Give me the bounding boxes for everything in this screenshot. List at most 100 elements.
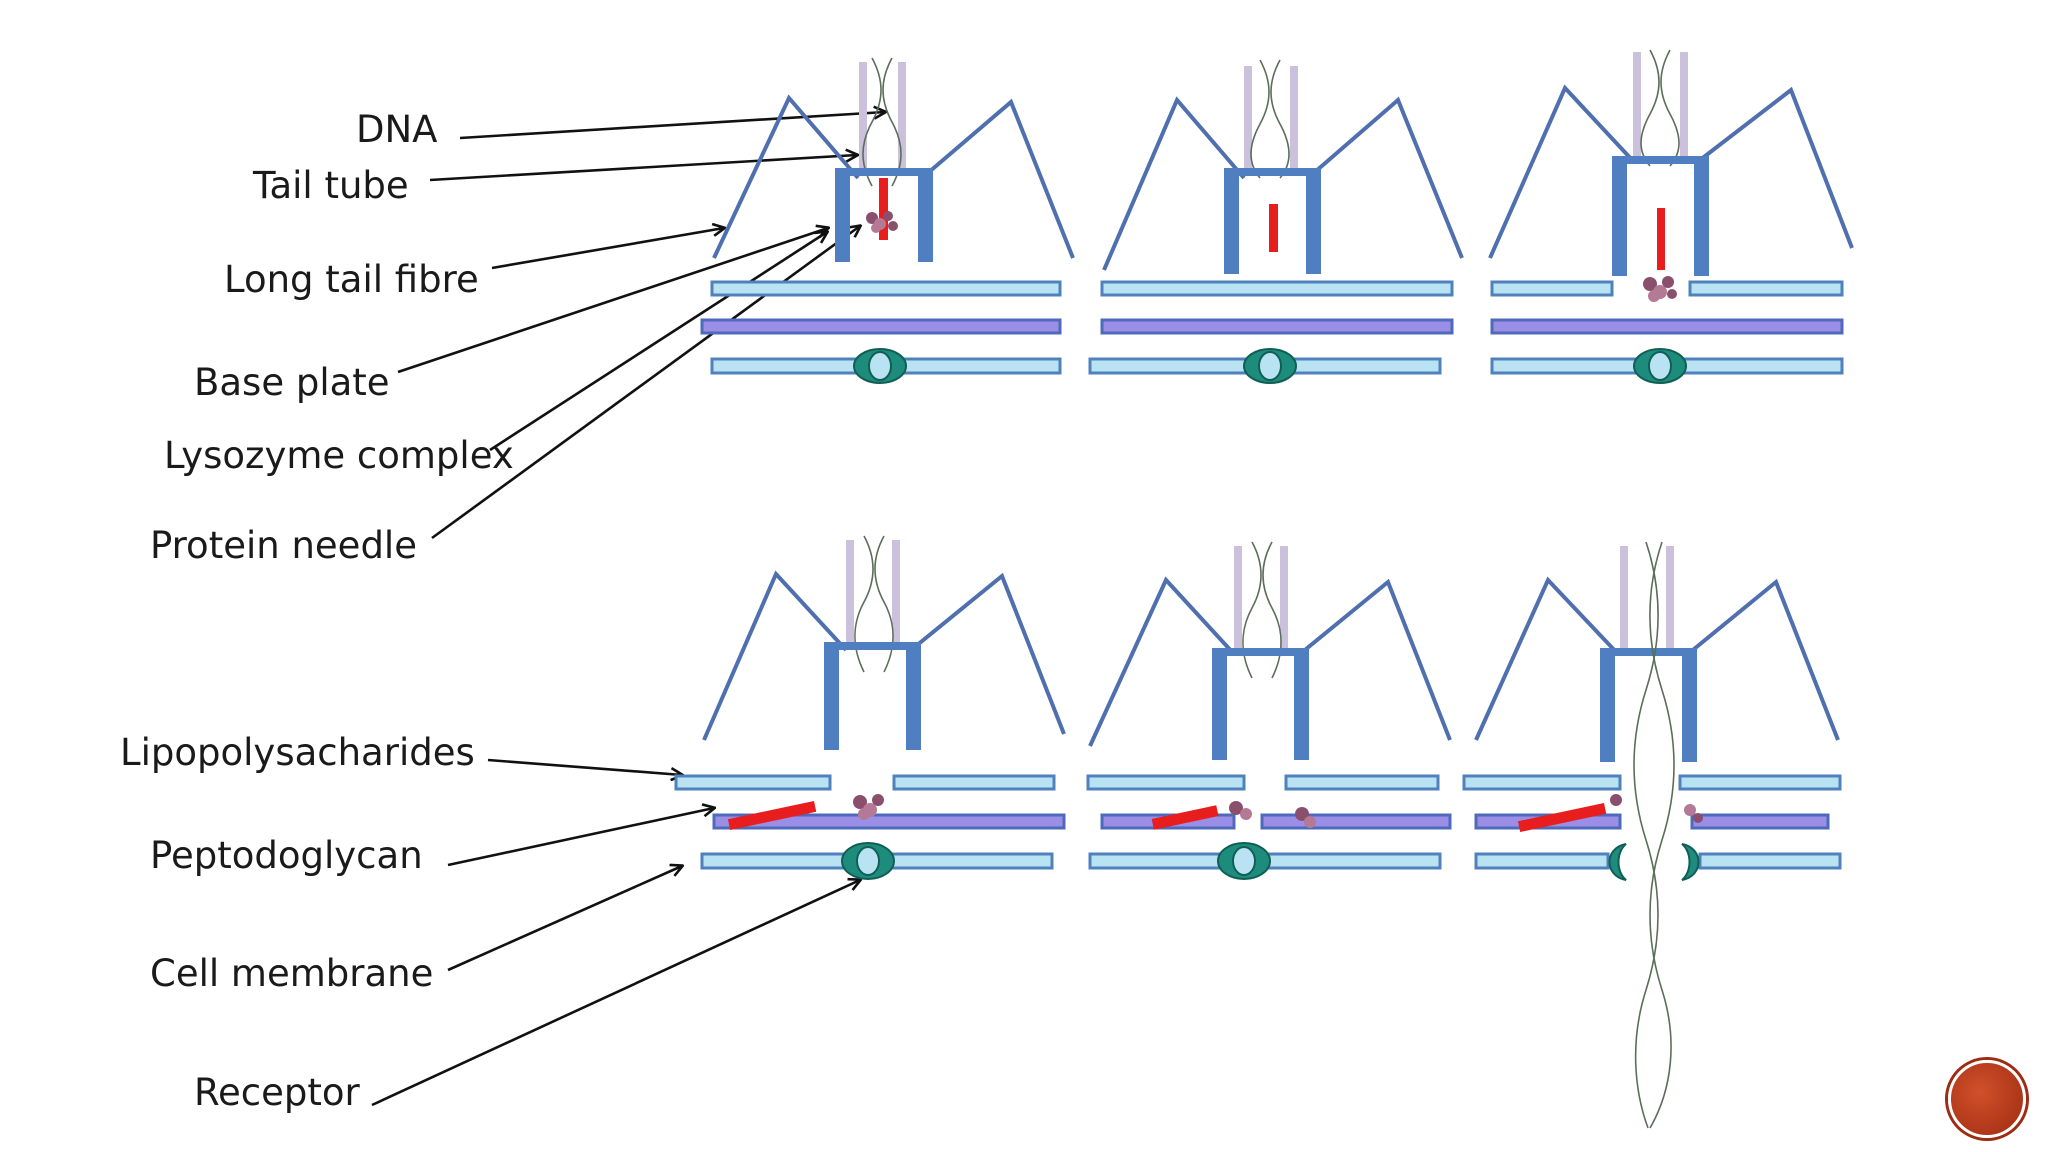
arrow-protein-needle — [431, 226, 860, 540]
tail-tube — [1694, 158, 1709, 276]
lipopolysaccharide-layer — [1678, 774, 1842, 791]
lysozyme-complex — [853, 794, 884, 820]
dna-strand — [1242, 541, 1282, 679]
tail-tube — [1212, 648, 1309, 656]
tail-tube — [824, 644, 839, 750]
tail-tube — [906, 644, 921, 750]
label-peptodoglycan: Peptodoglycan — [150, 834, 423, 877]
tail-sheath — [1234, 546, 1242, 652]
dna-strand — [1633, 541, 1675, 1129]
lysozyme-complex — [866, 211, 898, 233]
stage-2 — [1088, 59, 1464, 384]
dna-strand — [854, 535, 894, 673]
lipopolysaccharide-layer — [1462, 774, 1622, 791]
arrow-tail-tube — [429, 155, 857, 182]
tail-sheath — [898, 62, 906, 176]
tail-fibre-left — [1488, 84, 1636, 259]
arrow-dna — [459, 112, 885, 140]
lysozyme-complex — [1229, 801, 1316, 828]
protein-needle — [1517, 802, 1607, 833]
lipopolysaccharide-layer — [710, 280, 1062, 297]
dna-strand — [1250, 59, 1290, 179]
receptor — [841, 842, 895, 880]
receptor — [1217, 842, 1271, 880]
tail-fibre-left — [1102, 96, 1246, 271]
lipopolysaccharide-layer — [674, 774, 832, 791]
cell-membrane-layer — [1698, 852, 1842, 870]
tail-fibre-right — [1298, 578, 1452, 741]
protein-needle — [727, 800, 817, 831]
arrow-lipopolysacharides — [487, 758, 682, 775]
label-protein-needle: Protein needle — [150, 524, 417, 567]
peptidoglycan-layer — [712, 813, 1066, 830]
tail-tube — [1682, 650, 1697, 762]
label-cell-membrane: Cell membrane — [150, 952, 433, 995]
tail-sheath — [1666, 546, 1674, 652]
peptidoglycan-layer — [1490, 318, 1844, 335]
stage-4 — [674, 535, 1066, 880]
arrow-lysozyme-complex — [489, 232, 827, 452]
cell-membrane-layer — [1474, 852, 1610, 870]
lysozyme-complex — [1643, 276, 1677, 302]
tail-tube — [1224, 168, 1321, 176]
tail-tube — [1600, 650, 1615, 762]
tail-tube — [835, 170, 850, 262]
slide-logo-badge — [1948, 1060, 2026, 1138]
tail-sheath — [1680, 52, 1688, 160]
tail-tube — [1294, 650, 1309, 760]
tail-tube — [1612, 158, 1627, 276]
lysozyme-complex — [1610, 794, 1703, 823]
label-dna: DNA — [356, 108, 437, 151]
peptidoglycan-layer — [1690, 813, 1830, 830]
tail-fibre-right — [920, 98, 1075, 259]
tail-fibre-right — [1686, 578, 1840, 741]
receptor — [1243, 348, 1297, 384]
peptidoglycan-layer — [700, 318, 1062, 335]
receptor — [853, 348, 907, 384]
lipopolysaccharide-layer — [1688, 280, 1844, 297]
arrow-cell-membrane — [447, 866, 682, 972]
label-receptor: Receptor — [194, 1071, 361, 1114]
arrow-receptor — [371, 880, 860, 1107]
tail-fibre-left — [1088, 576, 1236, 747]
arrow-peptodoglycan — [447, 808, 714, 867]
tail-tube — [1212, 650, 1227, 760]
tail-sheath — [1633, 52, 1641, 160]
lipopolysaccharide-layer — [1490, 280, 1614, 297]
tail-fibre-right — [1306, 96, 1464, 259]
lipopolysaccharide-layer — [1100, 280, 1454, 297]
tail-fibre-right — [914, 572, 1066, 735]
stage-3 — [1488, 49, 1854, 384]
tail-sheath — [1280, 546, 1288, 652]
protein-needle — [1657, 208, 1665, 270]
dna-strand — [862, 57, 902, 187]
label-lysozyme-complex: Lysozyme complex — [164, 434, 514, 477]
tail-tube — [1224, 170, 1239, 274]
stage-5 — [1086, 541, 1452, 880]
protein-needle — [1269, 204, 1278, 252]
tail-sheath — [1290, 66, 1298, 176]
stage-1 — [700, 57, 1075, 384]
tail-sheath — [892, 540, 900, 646]
tail-sheath — [1244, 66, 1252, 176]
protein-needle — [1151, 805, 1219, 830]
peptidoglycan-layer — [1260, 813, 1452, 830]
protein-needle — [879, 178, 888, 240]
peptidoglycan-layer — [1100, 318, 1454, 335]
tail-tube — [1306, 170, 1321, 274]
tail-fibre-right — [1698, 86, 1854, 249]
receptor — [1633, 348, 1687, 384]
tail-sheath — [1620, 546, 1628, 652]
lipopolysaccharide-layer — [1284, 774, 1440, 791]
tail-tube — [835, 168, 933, 176]
arrow-long-tail-fibre — [491, 228, 724, 270]
tail-fibre-left — [1474, 576, 1620, 741]
tail-tube — [918, 170, 933, 262]
lipopolysaccharide-layer — [1086, 774, 1246, 791]
lipopolysaccharide-layer — [892, 774, 1056, 791]
tail-sheath — [859, 62, 867, 176]
stage-6 — [1462, 541, 1842, 1129]
tail-tube — [1600, 648, 1697, 656]
label-arrows — [371, 112, 885, 1107]
tail-sheath — [846, 540, 854, 646]
